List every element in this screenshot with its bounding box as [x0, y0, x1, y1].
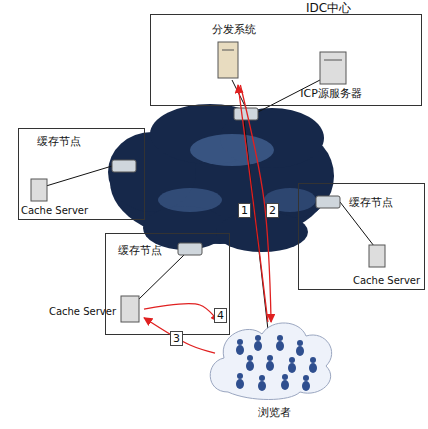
people: [236, 335, 317, 391]
person-head: [310, 357, 316, 363]
flow-arrow: [144, 318, 215, 353]
network-cloud: [108, 104, 334, 252]
callout-number: 2: [266, 203, 279, 218]
wire: [138, 255, 184, 300]
server-symbol: [121, 296, 139, 322]
node-label: IDC中心: [306, 1, 368, 15]
server-slot: [324, 60, 342, 61]
group-box: 缓存节点 Cache Server: [18, 128, 145, 220]
person-body: [276, 341, 284, 351]
person-body: [302, 381, 310, 391]
server-slot: [222, 50, 234, 51]
person-body: [296, 346, 304, 356]
server-symbol: [218, 42, 238, 78]
node-label: 分发系统: [206, 23, 262, 36]
server-symbol: [320, 52, 346, 84]
node-label: ICP源服务器: [281, 87, 381, 100]
wire: [46, 166, 112, 186]
person-body: [236, 345, 244, 355]
person-head: [247, 355, 253, 361]
router-symbol: [112, 160, 136, 172]
person-body: [254, 341, 262, 351]
node-label: 缓存节点: [118, 244, 178, 257]
person-head: [303, 375, 309, 381]
callout-number: 1: [238, 203, 251, 218]
person-head: [255, 335, 261, 341]
device-node: ICP源服务器: [281, 49, 381, 103]
servers: [31, 42, 385, 322]
person-head: [282, 374, 288, 380]
person-head: [259, 375, 265, 381]
cloud-highlight: [190, 134, 274, 166]
person-body: [246, 361, 254, 371]
flow-arrow: [144, 304, 219, 322]
person-head: [277, 335, 283, 341]
group-box: IDC中心分发系统ICP源服务器: [150, 14, 422, 106]
node-label: Cache Server: [21, 205, 101, 217]
node-label: 浏览者: [215, 406, 333, 419]
device-node: Cache Server: [353, 243, 423, 289]
callout-number: 4: [214, 308, 227, 323]
device-node: 浏览者: [215, 322, 333, 422]
person-head: [297, 340, 303, 346]
device-node: Cache Server: [118, 294, 144, 326]
person-head: [289, 357, 295, 363]
wires: [46, 80, 374, 330]
router-symbol: [316, 196, 340, 208]
person-body: [309, 363, 317, 373]
callout-number: 3: [170, 331, 183, 346]
server-symbol: [31, 179, 47, 201]
group-box: 缓存节点 Cache Server: [105, 233, 230, 335]
person-body: [288, 363, 296, 373]
flow-arrow: [238, 85, 268, 322]
cloud-highlight: [158, 188, 222, 212]
group-box: 缓存节点 Cache Server: [298, 183, 425, 290]
person-body: [236, 379, 244, 389]
person-body: [266, 361, 274, 371]
person-head: [267, 355, 273, 361]
device-node: Cache Server: [21, 177, 101, 219]
person-head: [237, 373, 243, 379]
node-label: 缓存节点: [349, 196, 409, 209]
node-label: Cache Server: [353, 275, 423, 287]
person-body: [281, 380, 289, 390]
router-symbol: [234, 108, 258, 120]
node-label: Cache Server: [44, 306, 116, 318]
device-node: 分发系统: [206, 23, 262, 85]
person-body: [258, 381, 266, 391]
node-label: 缓存节点: [37, 135, 97, 148]
server-symbol: [369, 245, 385, 267]
wire: [244, 120, 268, 330]
wire: [232, 80, 246, 108]
router-symbol: [178, 243, 202, 255]
person-head: [237, 339, 243, 345]
